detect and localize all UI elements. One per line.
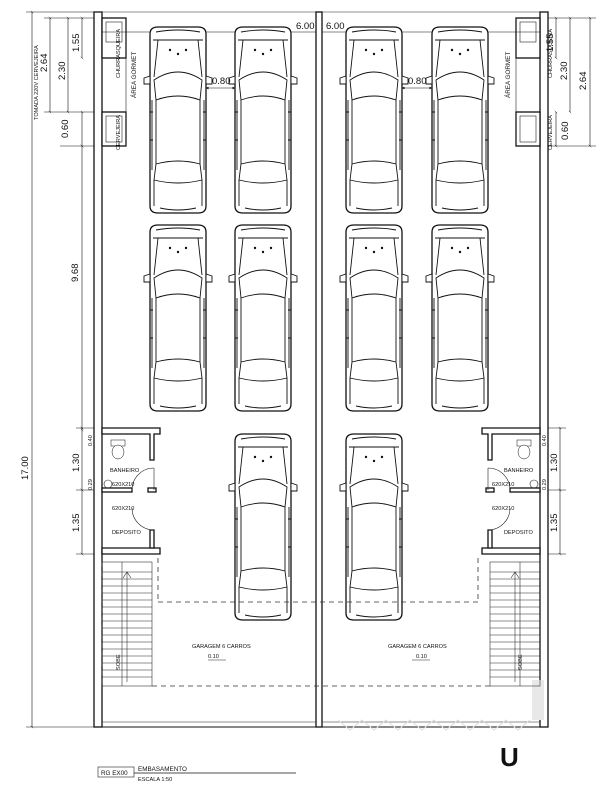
tomada-label: TOMADA 220V CERVEJEIRA — [34, 45, 40, 120]
svg-text:17.00: 17.00 — [20, 456, 31, 480]
cervejeira-label-left: CERVEJEIRA — [116, 115, 122, 150]
car-3 — [143, 224, 213, 412]
dim-gourmet-right: 2.64 2.30 1.55 0.60 — [545, 16, 596, 148]
banheiro-label-right: BANHEIRO — [504, 468, 534, 474]
stair-direction-arrow — [510, 571, 520, 682]
car-7 — [425, 26, 495, 214]
svg-text:0.40: 0.40 — [88, 435, 94, 446]
stair-direction-arrow — [122, 571, 132, 682]
dashed-guides — [101, 558, 490, 687]
churrasqueira-label-right: CHURRASQUEIRA — [548, 29, 554, 78]
svg-text:0.40: 0.40 — [542, 435, 548, 446]
svg-text:0.80: 0.80 — [212, 76, 231, 87]
deposito-label-left: DEPOSITO — [112, 530, 141, 536]
svg-text:1.30: 1.30 — [71, 454, 82, 473]
watermark-logo: U — [500, 742, 519, 772]
svg-text:EMBASAMENTO: EMBASAMENTO — [138, 766, 187, 773]
svg-text:2.64: 2.64 — [578, 72, 589, 91]
dim-car-gap-right: 0.80 — [401, 76, 433, 90]
gourmet-area-right — [515, 17, 541, 147]
door-label-left-1: 620X210 — [112, 482, 134, 488]
car-5 — [228, 433, 298, 621]
dim-total-height: 17.00 — [20, 10, 94, 729]
svg-text:2.30: 2.30 — [57, 62, 68, 81]
gourmet-area-left — [101, 17, 127, 147]
svg-text:ESCALA 1:50: ESCALA 1:50 — [138, 777, 172, 783]
area-gourmet-label-right: ÁREA GORMET — [503, 52, 512, 98]
bathroom-block-right — [481, 427, 541, 555]
stairs-left — [101, 561, 153, 687]
car-4 — [228, 224, 298, 412]
garage-label-left: GARAGEM 6 CARROS — [192, 644, 251, 650]
svg-text:9.68: 9.68 — [70, 264, 81, 283]
cervejeira-label-right: CERVEJEIRA — [548, 115, 554, 150]
svg-text:0.60: 0.60 — [560, 122, 571, 141]
outer-walls — [93, 11, 549, 731]
door-label-left-2: 620X210 — [112, 506, 134, 512]
stairs-right — [489, 561, 541, 687]
svg-text:1.55: 1.55 — [71, 34, 82, 53]
svg-text:RG EX00: RG EX00 — [101, 770, 128, 777]
garage-label-right: GARAGEM 6 CARROS — [388, 644, 447, 650]
deposito-label-right: DEPOSITO — [504, 530, 533, 536]
svg-text:2.30: 2.30 — [559, 62, 570, 81]
cars-left — [143, 26, 298, 621]
car-9 — [425, 224, 495, 412]
car-1 — [143, 26, 213, 214]
svg-text:1.55: 1.55 — [545, 34, 556, 53]
car-6 — [339, 26, 409, 214]
churrasqueira-label-left: CHURRASQUEIRA — [116, 29, 122, 78]
level-mark-left: 0.10 — [208, 654, 226, 661]
door-label-right-1: 620X210 — [492, 482, 514, 488]
area-gourmet-label-left: ÁREA GORMET — [129, 52, 138, 98]
door-label-right-2: 620X210 — [492, 506, 514, 512]
banheiro-label-left: BANHEIRO — [110, 468, 140, 474]
sobe-label-left: SOBE — [116, 654, 122, 670]
level-mark-right: 0.10 — [412, 654, 430, 661]
car-2 — [228, 26, 298, 214]
bathroom-block-left — [101, 427, 161, 555]
cars-right — [339, 26, 495, 621]
dim-bathroom-right: 1.30 0.40 0.29 1.35 — [542, 426, 566, 556]
dim-gourmet-left: 2.64 2.30 1.55 0.60 — [39, 16, 94, 148]
svg-text:6.00: 6.00 — [296, 21, 315, 32]
svg-text:1.35: 1.35 — [71, 514, 82, 533]
car-10 — [339, 433, 409, 621]
svg-text:1.30: 1.30 — [549, 454, 560, 473]
sobe-label-right: SOBE — [518, 654, 524, 670]
svg-text:0.80: 0.80 — [408, 76, 427, 87]
svg-text:2.64: 2.64 — [39, 54, 50, 73]
svg-text:6.00: 6.00 — [326, 21, 345, 32]
dim-bathroom-left: 1.30 0.40 0.29 1.35 — [71, 426, 95, 556]
svg-text:0.10: 0.10 — [416, 654, 427, 660]
svg-text:0.29: 0.29 — [542, 479, 548, 490]
dim-car-gap-left: 0.80 — [205, 76, 236, 90]
svg-text:0.10: 0.10 — [208, 654, 219, 660]
svg-text:1.35: 1.35 — [549, 514, 560, 533]
svg-text:0.60: 0.60 — [60, 120, 71, 139]
svg-text:0.29: 0.29 — [88, 479, 94, 490]
car-8 — [339, 224, 409, 412]
title-block: RG EX00 EMBASAMENTO ESCALA 1:50 — [97, 766, 296, 783]
dim-garage-depth: 9.68 — [70, 144, 84, 432]
